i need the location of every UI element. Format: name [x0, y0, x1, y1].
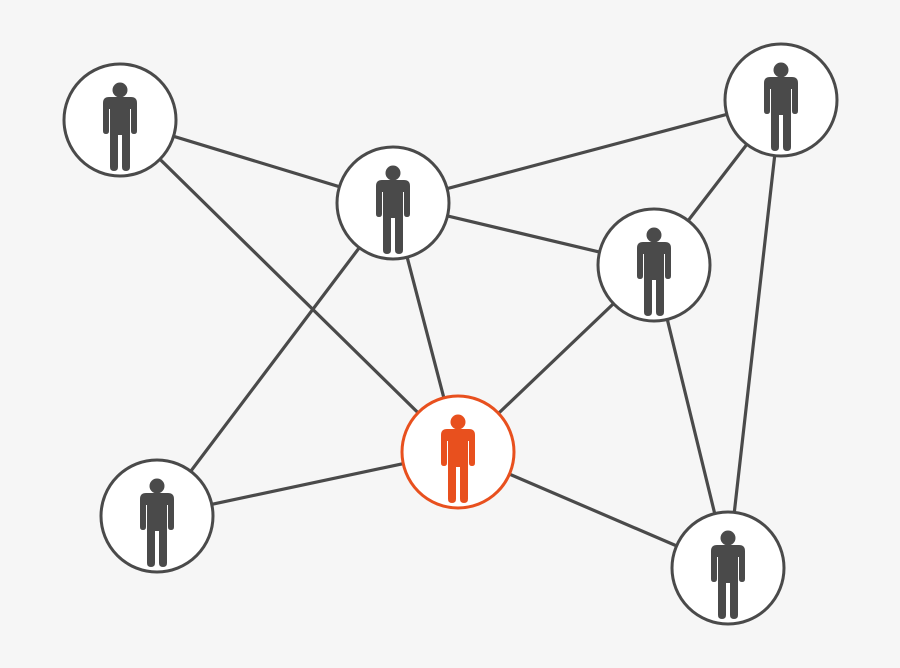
person-body [637, 242, 671, 316]
edge-c-g [726, 98, 783, 570]
person-icon [103, 82, 137, 171]
person-icon [140, 478, 174, 567]
person-icon [441, 414, 475, 503]
node-c [723, 42, 839, 158]
person-head [450, 414, 466, 430]
person-head [773, 62, 789, 78]
edge-b-c [391, 98, 783, 205]
person-head [646, 227, 662, 243]
node-d [596, 207, 712, 323]
node-highlighted [400, 394, 516, 510]
person-head [385, 165, 401, 181]
person-body [140, 493, 174, 567]
edge-a-e [118, 118, 460, 454]
node-b [335, 145, 451, 261]
node-f [99, 458, 215, 574]
person-body [376, 180, 410, 254]
person-body [764, 77, 798, 151]
person-head [720, 530, 736, 546]
person-icon [637, 227, 671, 316]
person-body [103, 97, 137, 171]
node-g [670, 510, 786, 626]
nodes-layer [62, 42, 839, 626]
person-body [441, 429, 475, 503]
person-head [112, 82, 128, 98]
person-head [149, 478, 165, 494]
person-body [711, 545, 745, 619]
person-icon [711, 530, 745, 619]
edge-b-f [155, 201, 395, 518]
person-icon [764, 62, 798, 151]
person-icon [376, 165, 410, 254]
node-a [62, 62, 178, 178]
